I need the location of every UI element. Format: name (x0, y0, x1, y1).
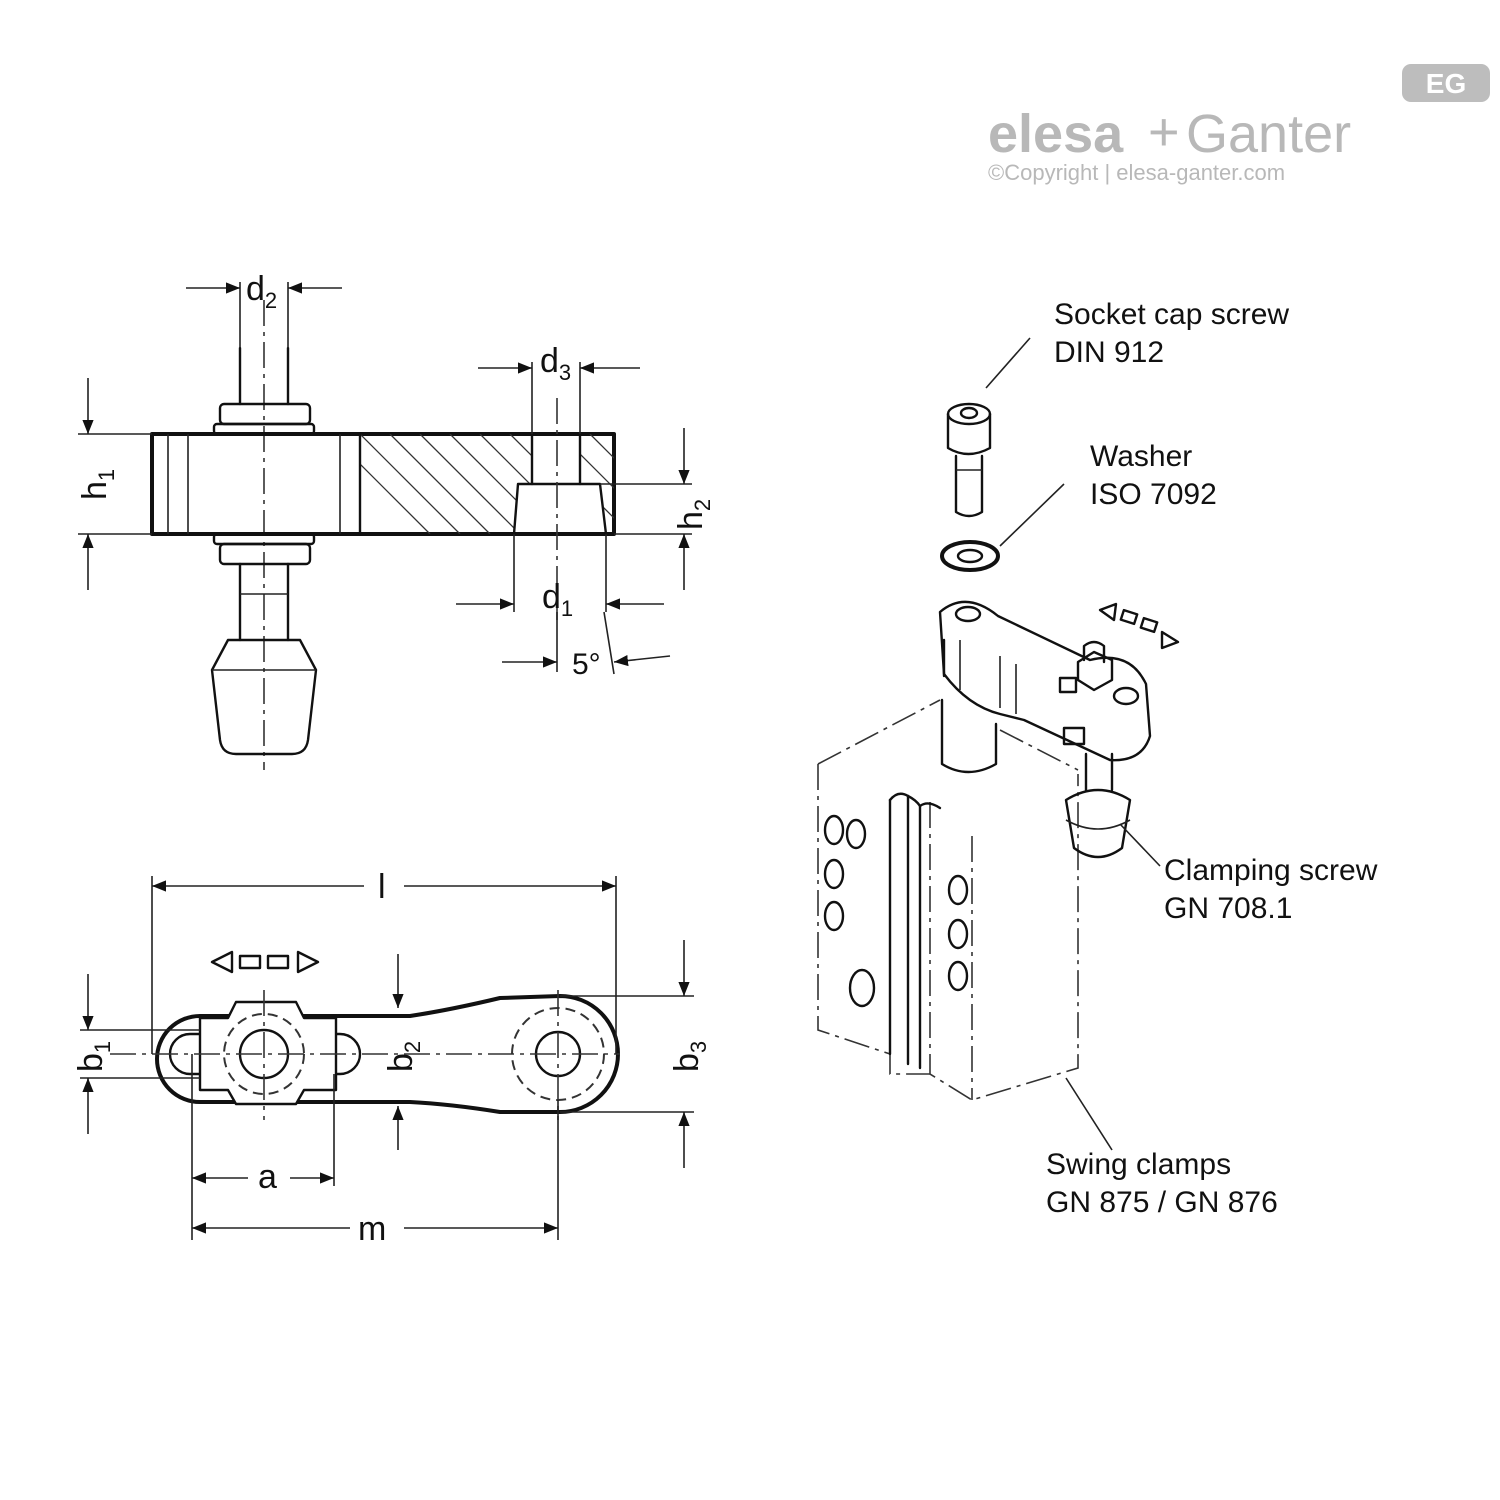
brand-name-plus: + (1148, 102, 1180, 162)
callout-swing-clamps: Swing clamps (1046, 1148, 1231, 1181)
callout-clamping-screw: Clamping screw (1164, 854, 1378, 887)
dim-angle: 5° (572, 648, 601, 681)
callout-socket-cap-screw: Socket cap screw (1054, 298, 1289, 331)
callout-swing-clamps-standard: GN 875 / GN 876 (1046, 1186, 1278, 1219)
top-plan-view: l b1 b2 b3 a m (72, 868, 711, 1248)
callout-washer-standard: ISO 7092 (1090, 478, 1217, 511)
dim-d2: d2 (246, 270, 277, 313)
dim-b1: b1 (72, 1041, 115, 1072)
eg-badge-text: EG (1426, 68, 1466, 99)
callout-washer: Washer (1090, 440, 1192, 473)
brand-copyright: ©Copyright | elesa-ganter.com (988, 160, 1285, 185)
brand-name-ganter: Ganter (1186, 104, 1351, 164)
dim-a: a (258, 1158, 277, 1196)
dim-h2: h2 (672, 499, 715, 530)
part-callouts: Socket cap screw DIN 912 Washer ISO 7092… (1046, 298, 1378, 1219)
dim-d1: d1 (542, 578, 573, 621)
brand-name-elesa: elesa (988, 104, 1124, 164)
assembly-isometric-view (817, 337, 1180, 1151)
dim-m: m (358, 1210, 386, 1248)
dim-b2: b2 (382, 1041, 425, 1072)
elesa-ganter-logo: EG elesa + Ganter ©Copyright | elesa-gan… (988, 64, 1490, 185)
dim-b3: b3 (668, 1041, 711, 1072)
dim-h1: h1 (76, 469, 119, 500)
side-section-view: d2 d3 d1 5° h1 h2 (76, 270, 715, 770)
dim-l: l (378, 868, 386, 906)
eg-badge (1402, 64, 1490, 102)
dim-d3: d3 (540, 342, 571, 385)
callout-clamping-screw-standard: GN 708.1 (1164, 892, 1292, 925)
callout-socket-cap-screw-standard: DIN 912 (1054, 336, 1164, 369)
